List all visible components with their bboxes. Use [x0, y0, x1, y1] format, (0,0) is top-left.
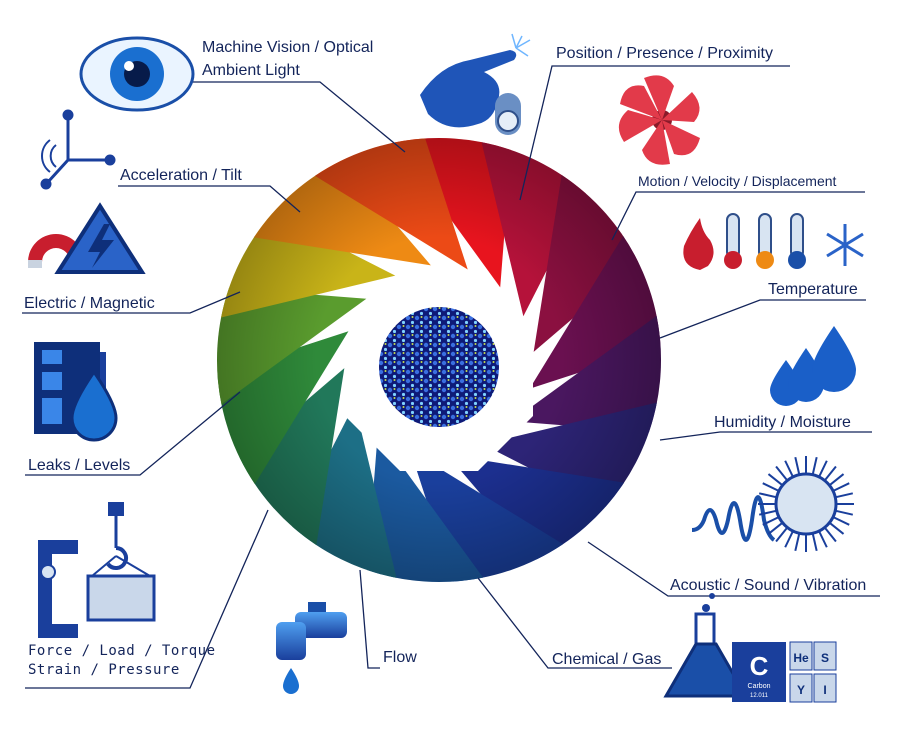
clamp-icon: [38, 540, 78, 638]
label-acoustic: Acoustic / Sound / Vibration: [670, 577, 867, 594]
axes-tilt-icon: [40, 109, 116, 190]
label-flow: Flow: [383, 649, 417, 666]
burst-ray: [784, 460, 794, 478]
burst-ray: [762, 516, 780, 526]
leader-lines: [22, 65, 880, 689]
burst-ray: [762, 482, 780, 492]
element-symbol: Y: [797, 683, 805, 697]
burst-ray: [767, 473, 784, 487]
burst-icon: [758, 456, 854, 552]
periodic-table-icon: C Carbon 12.011 He S Y I: [732, 641, 837, 703]
leader-acceleration: [118, 185, 301, 213]
burst-ray: [758, 509, 777, 516]
burst-ray: [828, 521, 845, 535]
leader-chemical: [477, 577, 672, 669]
fan-icon: [618, 75, 700, 165]
humidity-drops-icon: [770, 326, 856, 406]
burst-ray: [767, 521, 784, 535]
burst-ray: [784, 530, 794, 548]
snowflake-icon: [826, 224, 864, 266]
burst-ray: [818, 530, 828, 548]
leader-motion: [611, 191, 865, 241]
leader-acoustic: [587, 541, 880, 597]
element-name: Carbon: [748, 683, 771, 690]
burst-ray: [818, 460, 828, 478]
label-humidity: Humidity / Moisture: [714, 414, 851, 431]
water-drop-icon: [70, 369, 118, 442]
leader-force: [25, 509, 269, 689]
element-symbol: S: [821, 651, 829, 665]
burst-ray: [794, 533, 801, 552]
pointing-hand-icon: [420, 33, 531, 128]
label-leaks: Leaks / Levels: [28, 457, 131, 474]
leader-leaks: [25, 391, 241, 476]
element-symbol: I: [823, 683, 826, 697]
leader-humidity: [659, 431, 872, 441]
burst-ray: [794, 456, 801, 475]
sensor-chip-icon: [379, 307, 499, 427]
label-acceleration: Acceleration / Tilt: [120, 167, 242, 184]
label-electric: Electric / Magnetic: [24, 295, 155, 312]
label-motion: Motion / Velocity / Displacement: [638, 173, 837, 189]
burst-ray: [828, 473, 845, 487]
burst-ray: [775, 465, 789, 482]
element-symbol: He: [793, 651, 809, 665]
leader-temperature: [659, 299, 866, 339]
leader-position: [519, 65, 790, 201]
sound-wave-icon: [691, 495, 776, 542]
faucet-icon: [276, 602, 347, 694]
burst-ray: [835, 509, 854, 516]
leader-machine-vision: [190, 81, 406, 153]
burst-ray: [823, 465, 837, 482]
element-number: 12.011: [750, 693, 769, 699]
burst-ray: [832, 516, 850, 526]
label-ambient-light: Ambient Light: [202, 62, 300, 79]
label-temperature: Temperature: [768, 281, 858, 298]
label-machine-vision: Machine Vision / Optical: [202, 39, 374, 56]
burst-ray: [835, 492, 854, 499]
high-voltage-icon: [54, 202, 146, 274]
element-symbol: C: [750, 651, 769, 681]
burst-ray: [811, 533, 818, 552]
burst-ray: [832, 482, 850, 492]
label-position: Position / Presence / Proximity: [556, 45, 773, 62]
thermometer-icon: [724, 213, 806, 269]
label-strain: Strain / Pressure: [28, 662, 180, 678]
burst-ray: [758, 492, 777, 499]
eye-icon: [79, 36, 195, 112]
toggle-switch-icon: [495, 93, 521, 135]
leader-electric: [22, 291, 241, 314]
flame-icon: [683, 218, 714, 270]
burst-ray: [811, 456, 818, 475]
label-chemical: Chemical / Gas: [552, 651, 662, 668]
label-force: Force / Load / Torque: [28, 643, 216, 659]
burst-ray: [775, 526, 789, 543]
leader-flow: [359, 569, 380, 669]
crane-hook-icon: [86, 502, 156, 622]
burst-ray: [823, 526, 837, 543]
